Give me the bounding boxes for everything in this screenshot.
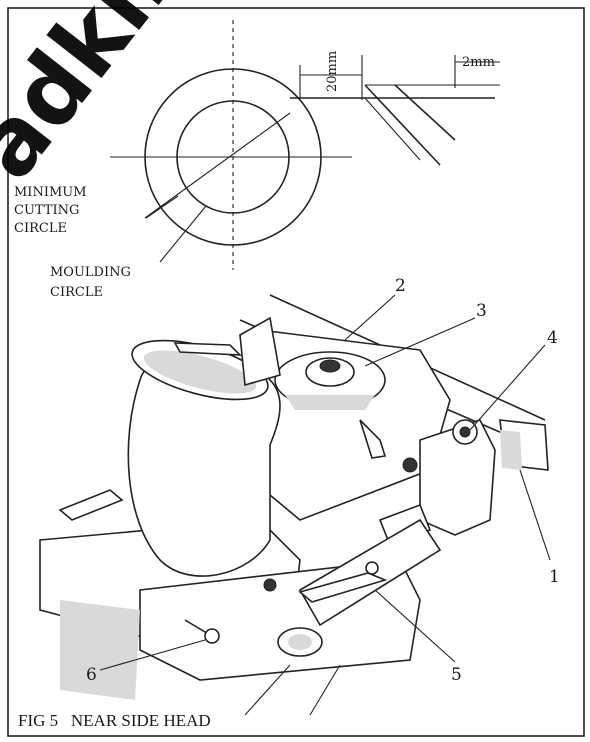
dim-2mm-label: 2mm	[462, 55, 495, 70]
diagonal-line	[144, 112, 291, 219]
adjusting-lever	[298, 572, 388, 603]
top-left-handle	[173, 342, 243, 356]
lever-knob	[365, 561, 379, 575]
watermark-text: adkin	[0, 0, 212, 199]
callout-3: 3	[476, 301, 487, 321]
moulding-label-line-1: MOULDING	[50, 265, 131, 280]
callout-6: 6	[86, 665, 97, 685]
cutter-shadow	[285, 395, 375, 410]
leader-1	[519, 469, 551, 561]
shaft-collar	[378, 503, 432, 547]
leader-caption-a	[244, 664, 291, 716]
fence-end-shadow	[500, 430, 522, 470]
figure-caption: FIG 5 NEAR SIDE HEAD	[18, 711, 211, 730]
circle-detail: 20mm 2mm MINIMUM CUTTING CIRCLE MOULDING…	[14, 20, 500, 300]
profile-diagonal-2	[394, 84, 456, 141]
figure-border	[7, 7, 585, 737]
minimum-label-line-2: CUTTING	[14, 203, 79, 218]
shaft-end-bore	[288, 634, 312, 650]
leader-3	[364, 317, 476, 367]
profile-diagonal-3	[364, 97, 421, 161]
profile-diagonal-1	[364, 84, 441, 166]
leader-caption-b	[309, 664, 341, 716]
minimum-label-line-1: MINIMUM	[14, 185, 87, 200]
leader-5	[374, 589, 456, 663]
bolt-head	[204, 628, 220, 644]
moulding-circle	[144, 68, 322, 246]
hood-opening	[143, 350, 257, 394]
watermark: adkin	[0, 0, 212, 199]
minimum-cutting-circle	[176, 100, 290, 214]
moulding-leader	[159, 205, 207, 263]
leader-4	[469, 344, 546, 431]
machine-assembly: 1 2 3 4 5 6	[39, 276, 560, 716]
base-shadow	[60, 600, 140, 700]
leader-2	[344, 294, 396, 341]
callout-5: 5	[451, 665, 462, 685]
moulding-label-line-2: CIRCLE	[50, 285, 103, 300]
callout-2: 2	[395, 276, 406, 296]
base-bolt	[263, 578, 277, 592]
dim-20mm-label: 20mm	[325, 51, 340, 92]
minimum-label-line-3: CIRCLE	[14, 221, 67, 236]
minimum-leader	[145, 195, 179, 219]
clamp-bolt	[459, 426, 471, 438]
hood-handle	[359, 419, 387, 459]
leader-6	[99, 639, 206, 671]
clamp-nut	[402, 457, 418, 473]
callout-1: 1	[549, 567, 560, 587]
spindle-top	[319, 359, 341, 373]
callout-4: 4	[547, 328, 558, 348]
left-handle	[58, 489, 124, 521]
guard-plate	[239, 316, 281, 387]
